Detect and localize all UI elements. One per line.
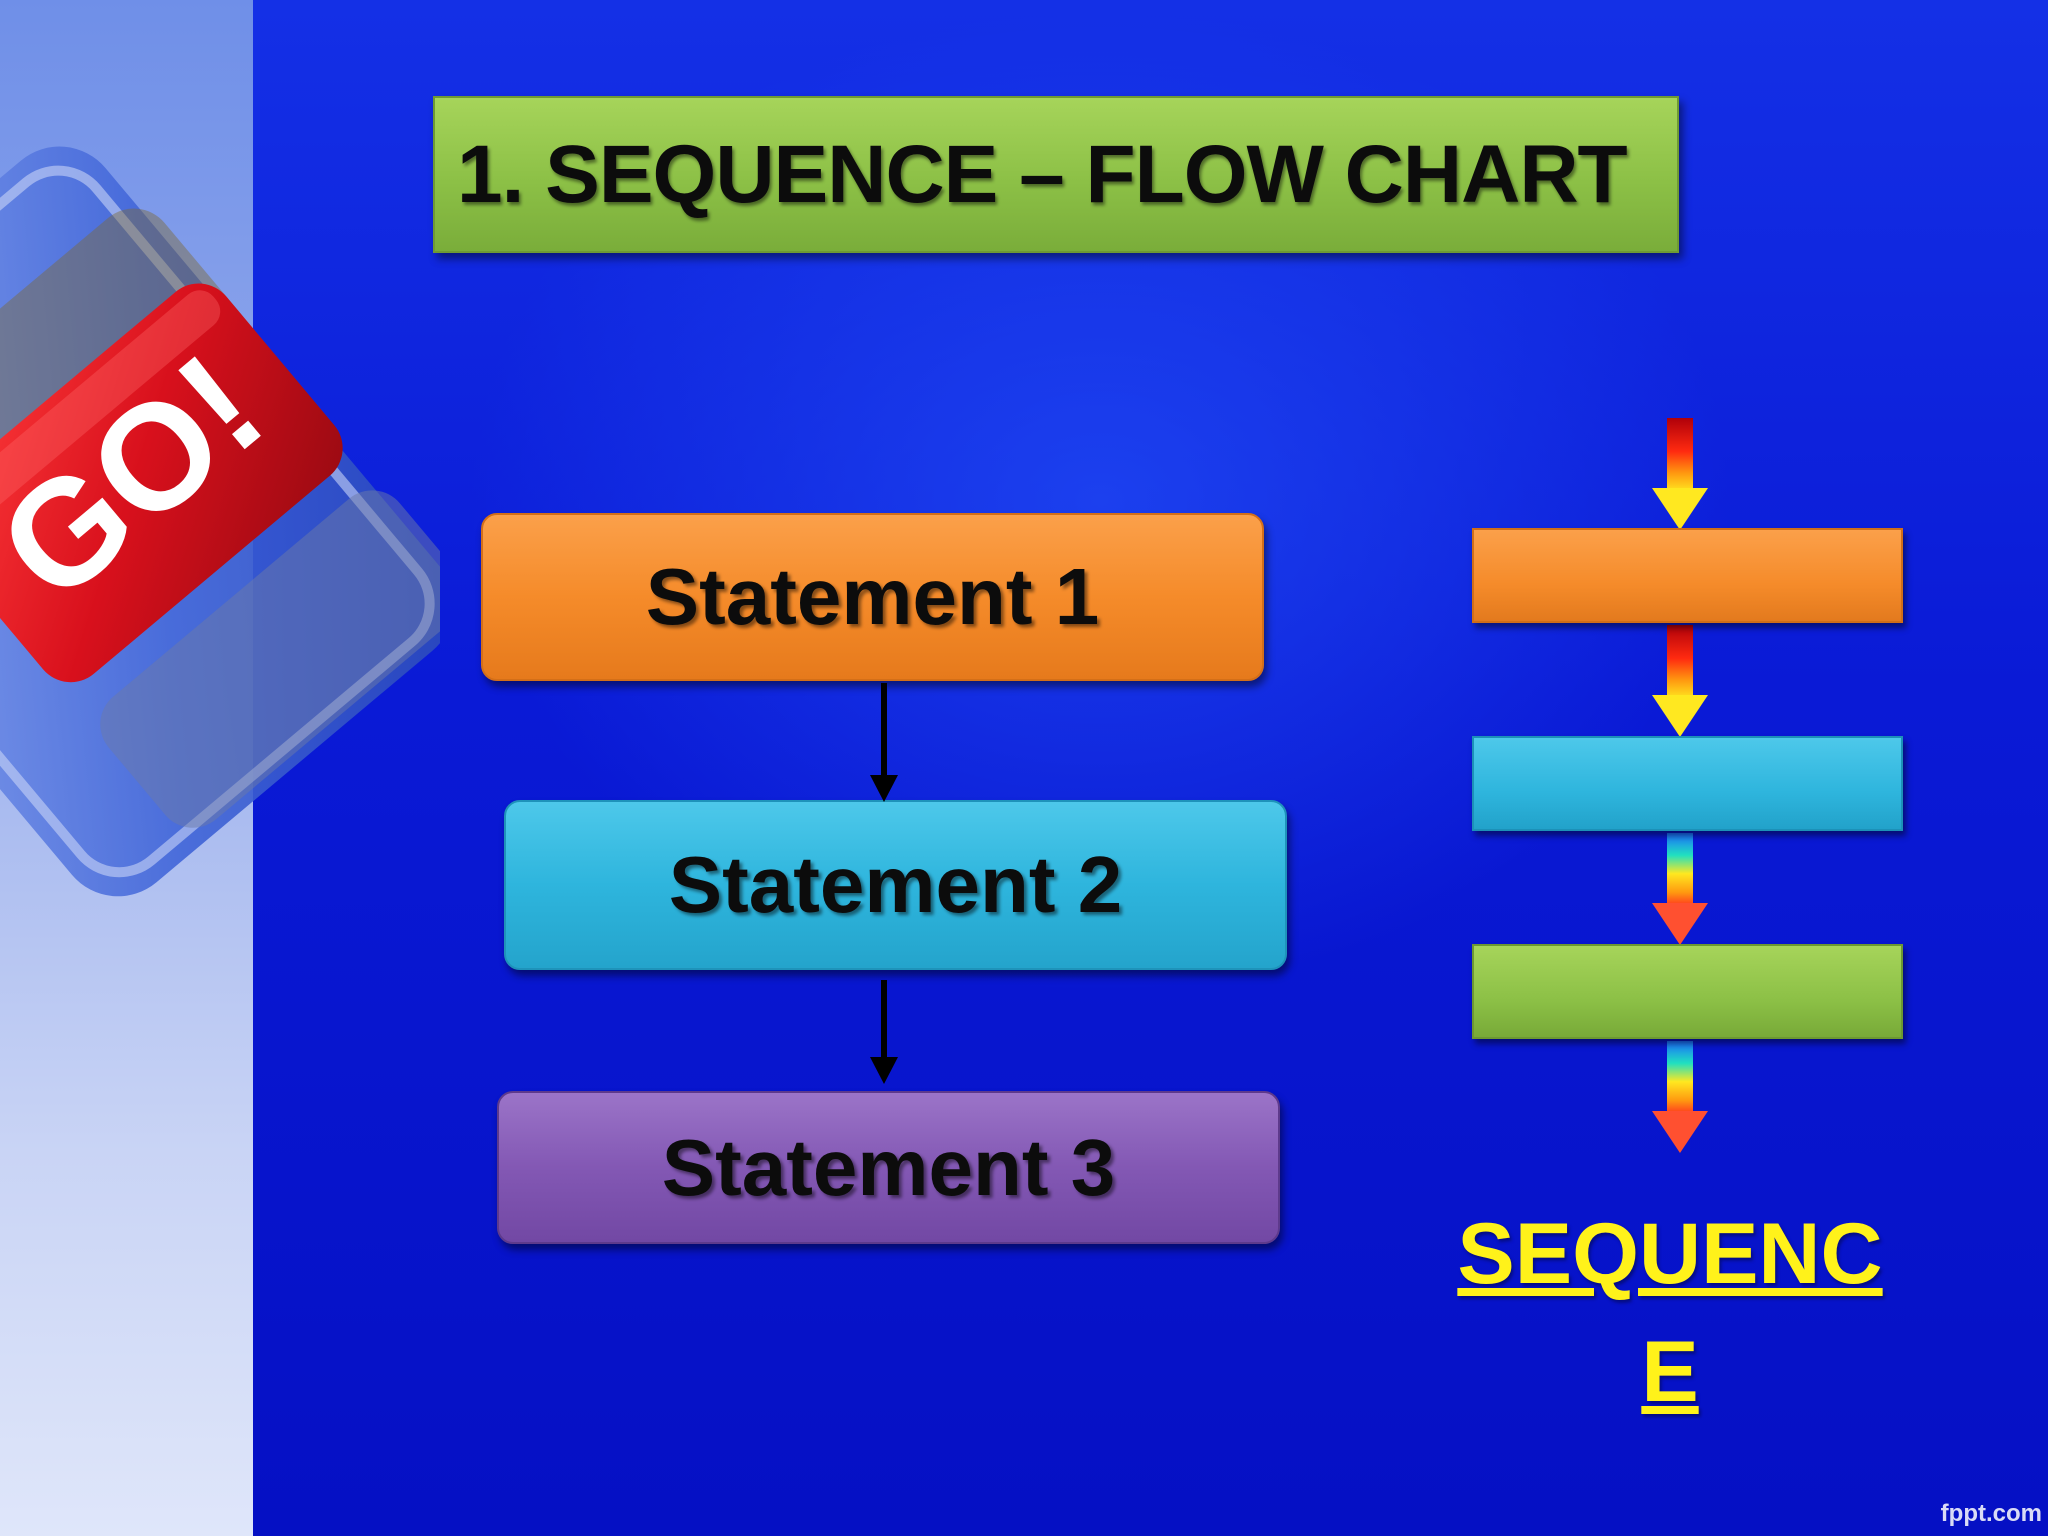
watermark: fppt.com [1940, 1500, 2042, 1527]
sequence-bar-orange [1472, 528, 1903, 623]
sequence-label-line-1: SEQUENC [1457, 1206, 1883, 1302]
sequence-bar-cyan [1472, 736, 1903, 831]
sequence-bar-green [1472, 944, 1903, 1039]
sequence-label: SEQUENC E [1430, 1195, 1910, 1431]
statement-1-box: Statement 1 [481, 513, 1264, 681]
statement-2-box: Statement 2 [504, 800, 1287, 970]
go-keyboard-key-icon: GO! [0, 146, 440, 897]
statement-1-label: Statement 1 [645, 552, 1100, 641]
sequence-label-line-2: E [1641, 1324, 1699, 1420]
statement-3-box: Statement 3 [497, 1091, 1280, 1244]
title-banner: 1. SEQUENCE – FLOW CHART [433, 96, 1679, 253]
statement-2-label: Statement 2 [668, 840, 1123, 929]
statement-3-label: Statement 3 [661, 1122, 1116, 1212]
page-title: 1. SEQUENCE – FLOW CHART [457, 128, 1628, 220]
